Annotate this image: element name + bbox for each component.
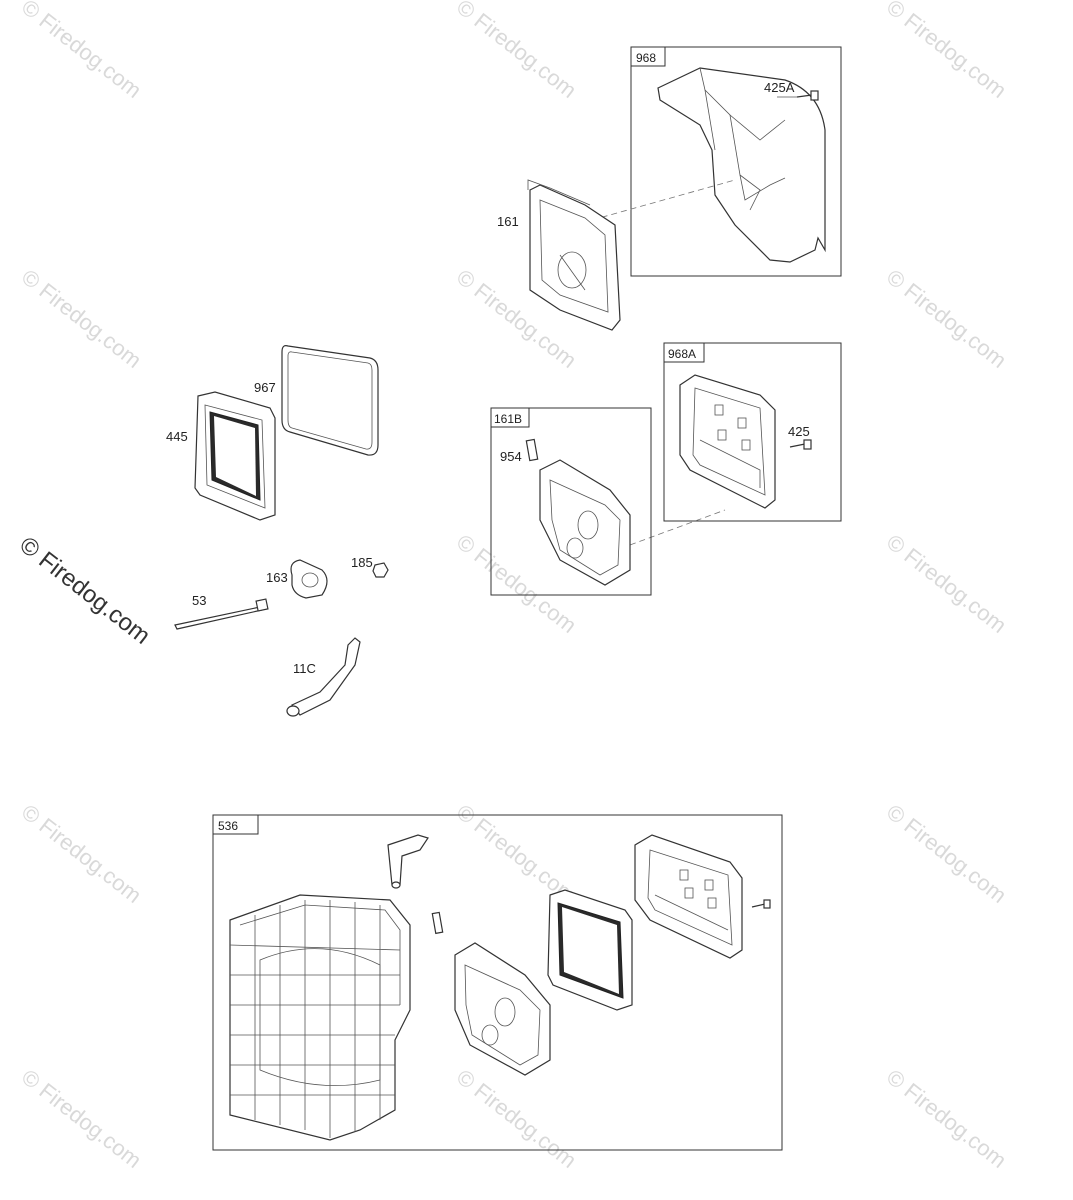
kit-cover [454,942,551,1076]
part-163: 163 [266,559,328,599]
gasket-163 [290,559,328,599]
part-185: 185 [351,555,389,578]
hose-11C [291,637,361,716]
part-label-53: 53 [192,593,206,608]
frame-161B-tag [490,407,530,428]
nut-185 [372,562,389,578]
bolt-425 [789,443,806,448]
bolt-head-425 [803,439,812,450]
watermark: © Firedog.com [882,0,1011,103]
shroud-part [657,67,826,263]
part-label-445: 445 [166,429,188,444]
part-label-954: 954 [500,449,522,464]
watermark: © Firedog.com [882,264,1011,373]
watermark: © Firedog.com [17,1064,146,1173]
kit-bolt [751,903,766,908]
part-label-425: 425 [788,424,810,439]
part-label-536: 536 [218,819,238,833]
cover-161B [539,459,631,586]
watermark: © Firedog.com [452,1064,581,1173]
airbox-968A [679,374,776,509]
frame-968-tag [630,46,666,67]
part-label-185: 185 [351,555,373,570]
watermark: © Firedog.com [882,529,1011,638]
kit-airbox [634,834,743,959]
wire-cage [229,894,411,1141]
frame-968 [630,46,842,277]
bolt-head-425A [810,90,819,101]
bolt-425A [796,94,813,98]
link-line [591,179,736,221]
watermark-dark: © Firedog.com [14,531,155,649]
watermark: © Firedog.com [17,264,146,373]
part-445: 445 [166,391,276,521]
frame-536 [212,814,783,1151]
part-label-11C: 11C [293,661,316,676]
watermark: © Firedog.com [17,799,146,908]
group-161B: 161B 954 [490,407,652,596]
part-label-425A: 425A [764,80,795,95]
watermark: © Firedog.com [882,1064,1011,1173]
group-536: 536 [212,814,783,1151]
part-label-161B: 161B [494,412,522,426]
watermark: © Firedog.com [452,0,581,103]
kit-pin [431,911,444,935]
link-line [629,509,726,546]
part-label-968: 968 [636,51,656,65]
part-label-163: 163 [266,570,288,585]
frame-968A [663,342,842,522]
part-label-967: 967 [254,380,276,395]
frame-968A-tag [663,342,705,363]
gasket-967 [281,345,379,456]
group-968: 968 425A [630,46,842,277]
part-label-161: 161 [497,214,519,229]
part-53: 53 [174,593,269,630]
part-label-968A: 968A [668,347,696,361]
kit-hose [387,834,429,886]
frame-536-tag [212,814,259,835]
watermark: © Firedog.com [17,0,146,103]
group-968A: 968A 425 [663,342,842,522]
pin-954 [525,438,539,462]
part-11C: 11C [286,637,361,717]
part-161: 161 [497,179,621,331]
watermark: © Firedog.com [882,799,1011,908]
stud-53 [174,606,263,630]
cover-161 [529,184,621,331]
part-967: 967 [254,345,379,456]
frame-161B [490,407,652,596]
